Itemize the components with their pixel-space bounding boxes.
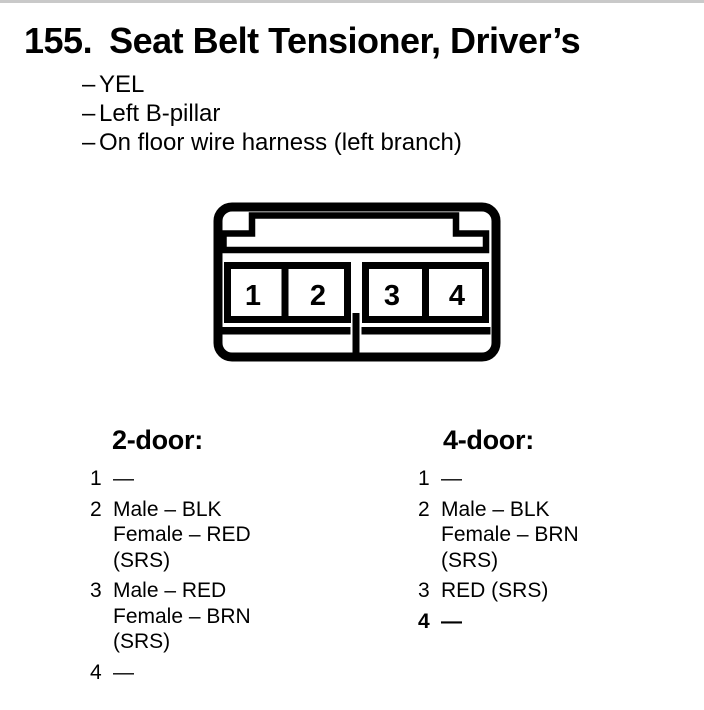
- scan-edge-artifact: [0, 0, 704, 3]
- dash-bullet: –: [82, 129, 96, 156]
- pin-label: 1: [90, 467, 102, 490]
- pin-label: 3: [418, 579, 430, 602]
- pin-value: —: [113, 660, 134, 684]
- page-title: 155. Seat Belt Tensioner, Driver’s: [24, 20, 581, 61]
- pin-label: 3: [90, 579, 102, 602]
- heading-2-door: 2-door:: [112, 425, 203, 455]
- pin-value: Male – RED Female – BRN (SRS): [113, 579, 251, 653]
- pin-value: —: [441, 609, 462, 633]
- pin-label: 1: [418, 467, 430, 490]
- pin-value: —: [441, 467, 462, 490]
- pinout-list-2-door: 1 — 2 Male – BLK Female – RED (SRS) 3 Ma…: [90, 466, 380, 690]
- pin-row: 2 Male – BLK Female – RED (SRS): [90, 497, 380, 574]
- pin-row: 1 —: [418, 466, 688, 492]
- detail-harness: – On floor wire harness (left branch): [82, 128, 462, 157]
- dash-bullet: –: [82, 71, 96, 98]
- pin-row: 3 RED (SRS): [418, 578, 688, 604]
- detail-text: YEL: [99, 71, 145, 98]
- pin-label: 4: [418, 609, 430, 633]
- pin-value: Male – BLK Female – RED (SRS): [113, 497, 251, 572]
- connector-details: – YEL – Left B-pillar – On floor wire ha…: [82, 70, 462, 157]
- connector-center-index-tab: [352, 313, 360, 358]
- connector-key-tab: [220, 212, 490, 254]
- pin-value: Male – BLK Female – BRN (SRS): [441, 497, 579, 572]
- pin-value: RED (SRS): [441, 579, 549, 602]
- pin-number-4: 4: [449, 280, 465, 312]
- item-number: 155.: [24, 20, 93, 61]
- pin-row: 4 —: [418, 609, 688, 635]
- item-title: Seat Belt Tensioner, Driver’s: [109, 20, 581, 61]
- pin-row: 2 Male – BLK Female – BRN (SRS): [418, 497, 688, 574]
- connector-shelf-left: [222, 327, 351, 335]
- dash-bullet: –: [82, 100, 96, 127]
- detail-text: Left B-pillar: [99, 100, 221, 127]
- pin-number-1: 1: [245, 280, 261, 312]
- pin-label: 2: [90, 497, 102, 521]
- connector-front-view-diagram: 1 2 3 4: [213, 202, 501, 362]
- pinout-list-4-door: 1 — 2 Male – BLK Female – BRN (SRS) 3 RE…: [418, 466, 688, 639]
- heading-4-door: 4-door:: [443, 425, 534, 455]
- pin-row: 1 —: [90, 466, 380, 492]
- pin-row: 4 —: [90, 660, 380, 686]
- pin-number-2: 2: [310, 280, 326, 312]
- detail-text: On floor wire harness (left branch): [99, 129, 462, 156]
- pin-label: 2: [418, 497, 430, 521]
- pin-number-3: 3: [384, 280, 400, 312]
- detail-color: – YEL: [82, 70, 462, 99]
- pin-row: 3 Male – RED Female – BRN (SRS): [90, 578, 380, 655]
- pin-value: —: [113, 467, 134, 490]
- pin-label: 4: [90, 660, 102, 684]
- connector-shelf-right: [361, 327, 491, 335]
- detail-location: – Left B-pillar: [82, 99, 462, 128]
